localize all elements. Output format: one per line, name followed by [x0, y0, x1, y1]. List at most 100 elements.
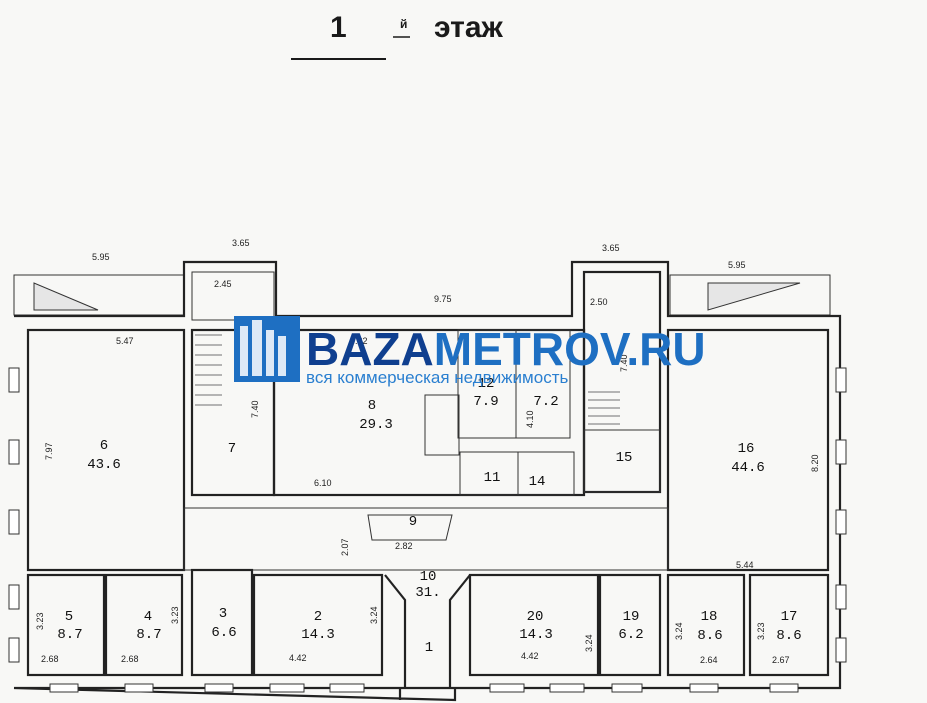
room-number: 11 — [484, 470, 501, 486]
room-12: 12 7.9 — [473, 376, 498, 410]
dim-label: 5.47 — [116, 336, 134, 346]
room-18: 18 8.6 — [697, 609, 722, 644]
room-18-walls — [666, 573, 746, 677]
room-number: 17 — [781, 609, 798, 625]
room-16-walls — [666, 328, 830, 572]
dim-label: 3.24 — [584, 634, 594, 652]
room-number: 19 — [623, 609, 640, 625]
room-17: 17 8.6 — [776, 609, 801, 644]
room-number: 12 — [478, 376, 495, 392]
dim-label: 8.20 — [810, 454, 820, 472]
building-logo-icon — [234, 316, 300, 382]
room-number: 16 — [738, 441, 755, 457]
entrance-walls — [384, 574, 471, 688]
room-20-walls — [468, 573, 600, 677]
floor-word: этаж — [434, 11, 504, 44]
room-14: 14 — [529, 474, 546, 490]
room-number: 7 — [228, 441, 236, 457]
watermark-brand-light: METROV.RU — [434, 323, 706, 375]
watermark-brand: BAZAMETROV.RU — [306, 323, 706, 375]
dim-label: 2.82 — [395, 541, 413, 551]
room-number: 15 — [616, 450, 633, 466]
room-5-walls — [26, 573, 106, 677]
dim-label: 4.42 — [289, 653, 307, 663]
room-area: 8.7 — [136, 627, 161, 643]
room-5: 5 8.7 — [57, 609, 82, 643]
dim-label: 2.50 — [590, 297, 608, 307]
room-number: 2 — [314, 609, 322, 625]
dim-label: 4.42 — [521, 651, 539, 661]
dim-label: 3.23 — [756, 622, 766, 640]
room-10: 10 31. — [415, 569, 440, 601]
dim-label: 7.97 — [44, 442, 54, 460]
room-area: 7.9 — [473, 394, 498, 410]
room-number: 10 — [420, 569, 437, 585]
right-balcony-stair — [707, 282, 801, 311]
dim-label: 3.65 — [602, 243, 620, 253]
dim-label: 2.68 — [41, 654, 59, 664]
room-19: 19 6.2 — [618, 609, 643, 643]
room-area: 43.6 — [87, 457, 121, 473]
windows — [8, 367, 847, 693]
stair-treads-left — [195, 334, 222, 406]
dim-label: 3.24 — [674, 622, 684, 640]
room-area: 8.7 — [57, 627, 82, 643]
dim-label: 9.75 — [434, 294, 452, 304]
dim-label: 2.68 — [121, 654, 139, 664]
walls — [8, 260, 847, 702]
dim-label: 6.10 — [314, 478, 332, 488]
watermark-tagline: вся коммерческая недвижимость — [306, 368, 568, 387]
room-6: 6 43.6 — [87, 438, 121, 473]
room-number: 6 — [100, 438, 108, 454]
room-17-walls — [748, 573, 830, 677]
room-area: 8.6 — [776, 628, 801, 644]
room-7: 7 — [228, 441, 236, 457]
room-area: 29.3 — [359, 417, 393, 433]
room-area: 14.3 — [301, 627, 335, 643]
dim-label: 5.82 — [350, 336, 368, 346]
room-16: 16 44.6 — [731, 441, 765, 476]
room-number: 3 — [219, 606, 227, 622]
floor-superscript: й — [400, 17, 407, 31]
room-2: 2 14.3 — [301, 609, 335, 643]
dim-label: 3.65 — [232, 238, 250, 248]
room-8-fixture — [424, 394, 460, 456]
room-area: 14.3 — [519, 627, 553, 643]
stair-treads-right — [588, 391, 620, 425]
corridor-9-fixture — [367, 514, 453, 541]
room-area: 6.2 — [618, 627, 643, 643]
room-15-walls — [583, 429, 661, 493]
room-20: 20 14.3 — [519, 609, 553, 643]
room-area: 6.6 — [211, 625, 236, 641]
stair-left-top — [191, 271, 275, 321]
room-15: 15 — [616, 450, 633, 466]
dim-label: 2.67 — [772, 655, 790, 665]
dim-label: 3.23 — [35, 612, 45, 630]
room-area: 44.6 — [731, 460, 765, 476]
dim-label: 7.40 — [250, 400, 260, 418]
room-19-walls — [598, 573, 662, 677]
room-number: 20 — [527, 609, 544, 625]
room-number: 9 — [409, 514, 417, 530]
dim-label: 3.24 — [369, 606, 379, 624]
room-area: 7.2 — [533, 394, 558, 410]
floor-title: 1 й этаж — [291, 11, 504, 60]
room-3-walls — [190, 568, 254, 677]
room-4-walls — [104, 573, 184, 677]
room-area: 8.6 — [697, 628, 722, 644]
dim-label: 2.64 — [700, 655, 718, 665]
room-number: 1 — [425, 640, 433, 656]
room-2-walls — [252, 573, 384, 677]
room-14-walls — [517, 451, 575, 496]
dim-label: 2.45 — [214, 279, 232, 289]
room-number: 18 — [701, 609, 718, 625]
dim-label: 7.40 — [619, 354, 629, 372]
corridor-9 — [183, 507, 669, 571]
room-9: 9 — [409, 514, 417, 530]
room-labels: 6 43.6 7 8 29.3 12 7.9 7.2 11 14 15 16 4… — [57, 376, 801, 656]
dim-label: 5.95 — [728, 260, 746, 270]
room-6-walls — [26, 328, 186, 572]
room-number: 8 — [368, 398, 376, 414]
room-number: 4 — [144, 609, 152, 625]
